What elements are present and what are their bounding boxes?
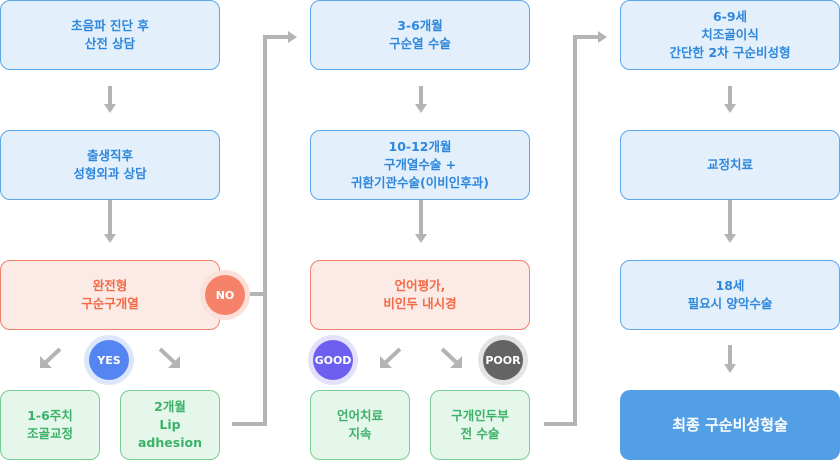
step-lip-surgery: 3-6개월 구순열 수술 [310,0,530,70]
outcome-lip-adhesion: 2개월 Lip adhesion [120,390,220,460]
badge-yes: YES [89,340,129,380]
decision-complete-cleft: 완전형 구순구개열 [0,260,220,330]
step-postnatal-consult: 출생직후 성형외과 상담 [0,130,220,200]
badge-good: GOOD [313,340,353,380]
step-palate-surgery: 10-12개월 구개열수술 + 귀환기관수술(이비인후과) [310,130,530,200]
arrow-diag-right-icon [158,347,177,365]
outcome-nam: 1-6주치 조골교정 [0,390,100,460]
connector-col2-to-col3 [544,35,600,426]
arrow-down-icon [104,104,116,113]
connector-no-to-col2 [244,35,290,296]
step-jaw-surgery: 18세 필요시 양악수술 [620,260,840,330]
step-bone-graft: 6-9세 치조골이식 간단한 2차 구순비성형 [620,0,840,70]
badge-poor: POOR [483,340,523,380]
badge-no: NO [205,275,245,315]
outcome-speech-therapy: 언어치료 지속 [310,390,410,460]
decision-speech-eval: 언어평가, 비인두 내시경 [310,260,530,330]
arrow-diag-left-icon [43,347,62,365]
step-final-rhinoplasty: 최종 구순비성형술 [620,390,840,460]
outcome-pharyngeal-surgery: 구개인두부 전 수술 [430,390,530,460]
step-orthodontics: 교정치료 [620,130,840,200]
step-prenatal-consult: 초음파 진단 후 산전 상담 [0,0,220,70]
